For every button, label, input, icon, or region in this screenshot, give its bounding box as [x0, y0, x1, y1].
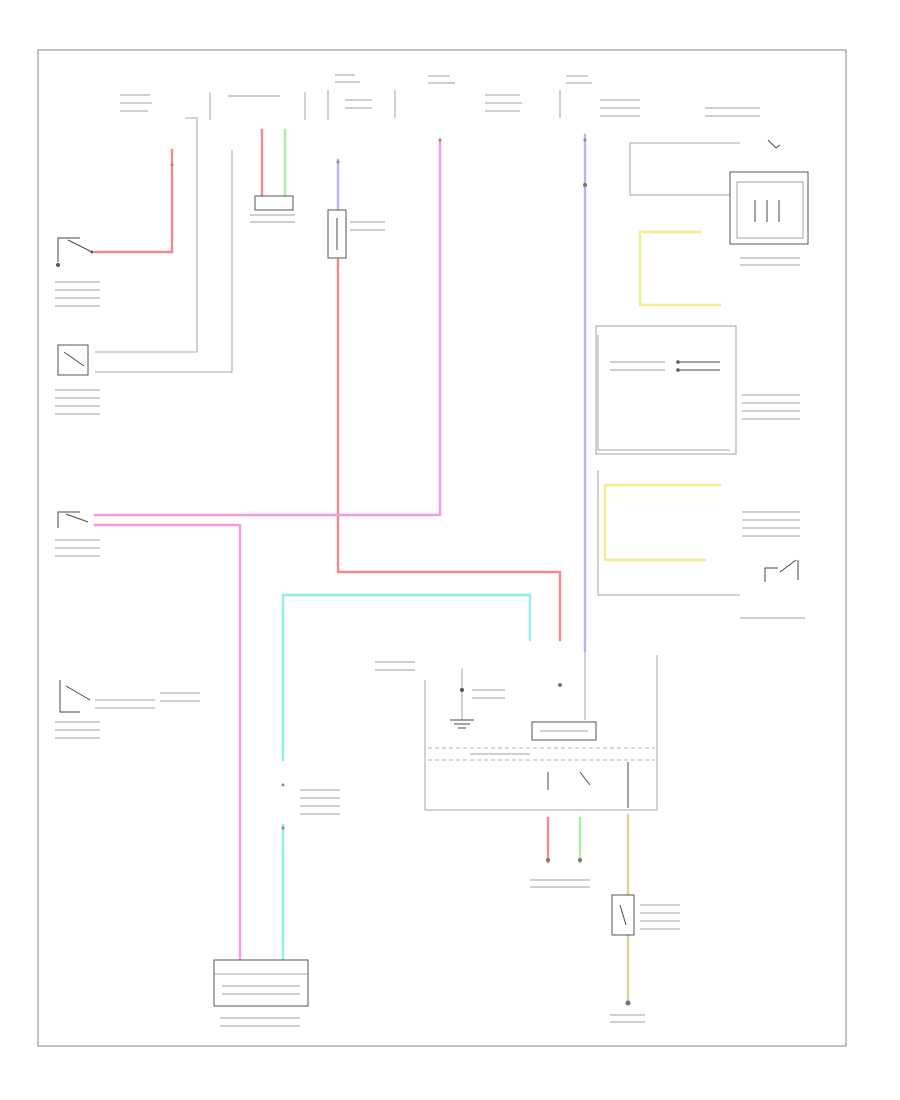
junction-connector — [254, 195, 294, 211]
driver-buckle-switch — [56, 237, 94, 267]
fuse-block — [327, 209, 347, 259]
right-connector-block — [595, 325, 737, 455]
wire-red-main — [336, 258, 562, 642]
right-sensor-antenna-icon — [767, 139, 781, 149]
line-ecu-right-lower — [597, 470, 740, 596]
line-driver-buckle-box — [95, 117, 198, 353]
diagram-frame — [37, 49, 847, 1047]
wire-pink-lower — [93, 523, 242, 964]
right-sensor-box — [729, 171, 809, 245]
wire-yellow-upper — [638, 230, 722, 307]
wire-cyan-upper — [281, 593, 532, 762]
right-seat-switch — [764, 559, 799, 582]
line-ecu-right-edge — [597, 335, 730, 451]
line-right-sensor-top — [629, 142, 740, 196]
line-ecu-box-left — [424, 680, 657, 811]
driver-position-sensor — [57, 344, 89, 376]
connector-dots — [170, 138, 587, 862]
occupant-classification-sensor — [213, 959, 309, 1007]
wire-red-driver-buckle — [93, 148, 174, 254]
driver-seat-sensor — [57, 511, 89, 528]
ground-symbol-bottom — [625, 1000, 631, 1006]
wire-yellow-lower — [603, 483, 722, 562]
line-driver-lower — [95, 150, 233, 373]
wire-pink-upper — [93, 138, 442, 517]
ecu-internal-switch — [547, 762, 629, 808]
ground-symbol-ecu — [450, 688, 474, 729]
label-marks — [55, 74, 805, 1027]
passenger-buckle-switch — [59, 680, 91, 713]
passenger-module-connector — [611, 894, 635, 936]
